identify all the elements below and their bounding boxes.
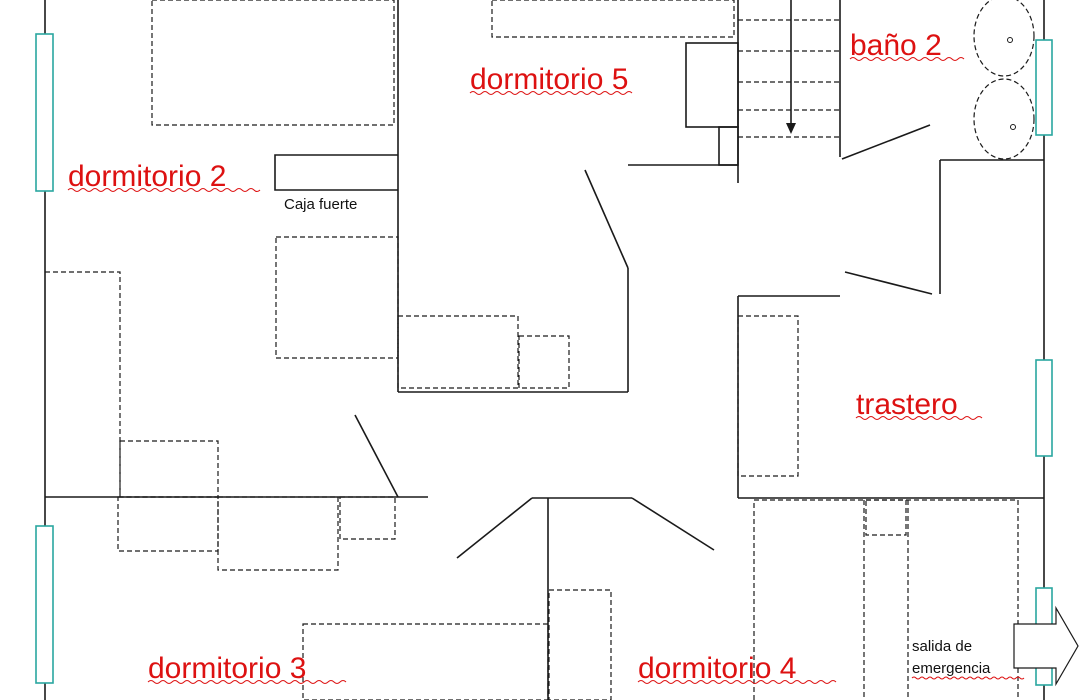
stairs xyxy=(738,0,840,138)
room-label-dormitorio-4: dormitorio 4 xyxy=(638,652,796,685)
room-label-dormitorio-3: dormitorio 3 xyxy=(148,652,306,685)
windows xyxy=(35,33,1053,686)
room-label-bano-2: baño 2 xyxy=(850,29,942,62)
window-dormitorio-2 xyxy=(35,33,54,192)
stairs-arrow-icon xyxy=(786,123,796,134)
door-swings xyxy=(354,124,933,559)
furniture xyxy=(45,0,1035,700)
window-bano-2 xyxy=(1035,39,1053,136)
emergency-exit-label-line2: emergencia xyxy=(912,660,991,677)
safe-label: Caja fuerte xyxy=(284,196,357,213)
room-label-trastero: trastero xyxy=(856,388,958,421)
room-label-dormitorio-2: dormitorio 2 xyxy=(68,160,226,193)
emergency-exit-arrow-icon xyxy=(1013,605,1079,687)
exterior-walls xyxy=(44,0,1045,700)
emergency-exit-label-line1: salida de xyxy=(912,638,972,655)
window-trastero xyxy=(1035,359,1053,457)
room-label-dormitorio-5: dormitorio 5 xyxy=(470,63,628,96)
interior-walls xyxy=(45,0,1044,700)
window-dormitorio-3 xyxy=(35,525,54,684)
